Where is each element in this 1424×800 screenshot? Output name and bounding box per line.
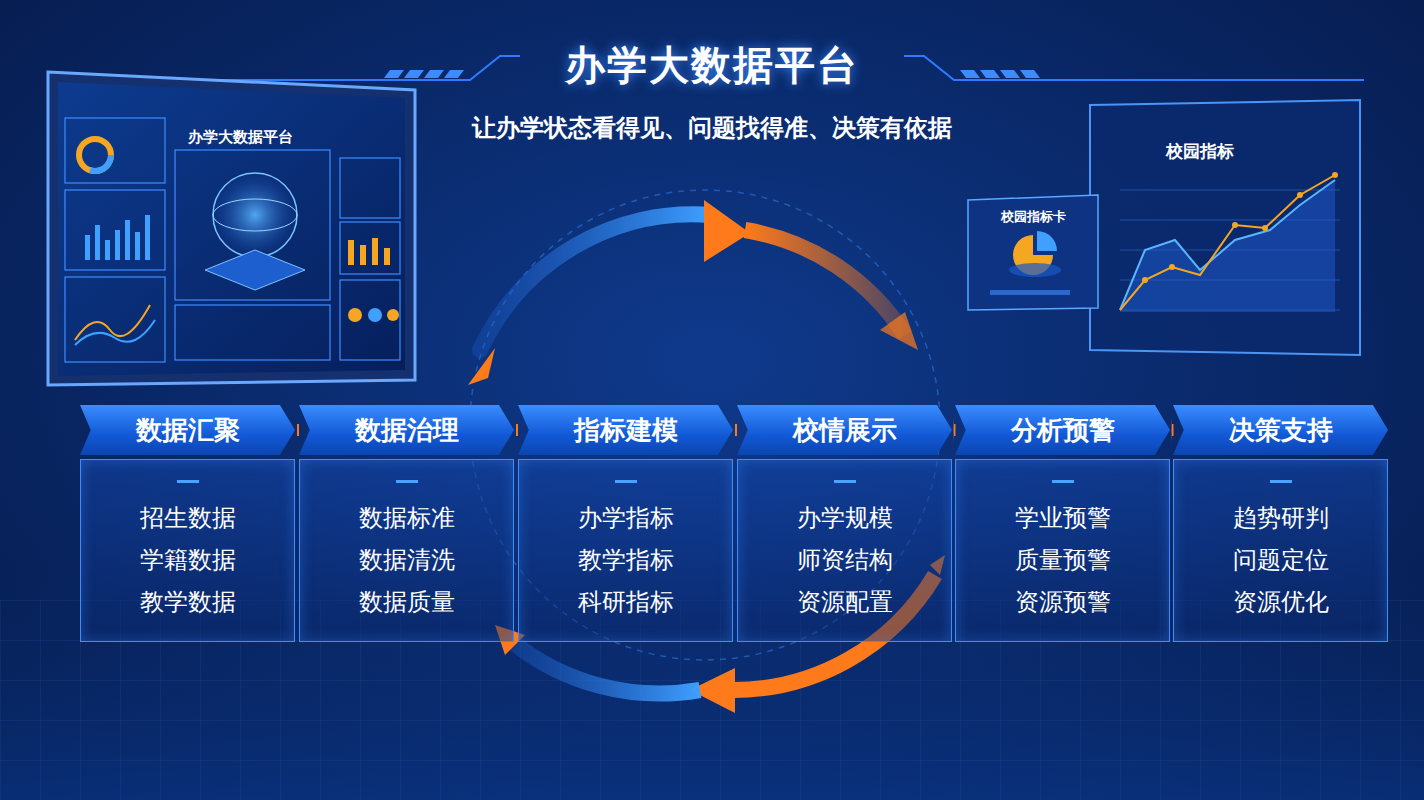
diagram-title: 办学大数据平台 xyxy=(0,38,1424,93)
list-item: 教学数据 xyxy=(87,581,288,623)
flow-arrow xyxy=(735,417,737,443)
stage-body: 招生数据学籍数据教学数据 xyxy=(80,459,295,642)
list-item: 师资结构 xyxy=(744,539,945,581)
stage-body: 办学规模师资结构资源配置 xyxy=(737,459,952,642)
stage-column: 校情展示办学规模师资结构资源配置 xyxy=(737,405,952,642)
list-item: 办学指标 xyxy=(525,497,726,539)
arrow-head xyxy=(297,417,298,443)
accent-dash xyxy=(1052,480,1074,483)
list-item: 问题定位 xyxy=(1180,539,1381,581)
arrow-shaft xyxy=(954,424,956,436)
list-item: 学籍数据 xyxy=(87,539,288,581)
arrow-head xyxy=(735,417,736,443)
stage-header: 决策支持 xyxy=(1173,405,1388,455)
list-item: 数据标准 xyxy=(306,497,507,539)
stage-header: 分析预警 xyxy=(955,405,1170,455)
text-label: 校园指标卡 xyxy=(1001,208,1066,226)
stage-header: 数据治理 xyxy=(299,405,514,455)
list-item: 学业预警 xyxy=(962,497,1163,539)
flow-arrow xyxy=(516,417,518,443)
text-label: 校园指标 xyxy=(1166,140,1234,163)
stage-body: 数据标准数据清洗数据质量 xyxy=(299,459,514,642)
accent-dash xyxy=(1270,480,1292,483)
stage-column: 指标建模办学指标教学指标科研指标 xyxy=(518,405,733,642)
arrow-shaft xyxy=(1172,424,1174,436)
text-label: 办学大数据平台 xyxy=(188,128,293,147)
list-item: 办学规模 xyxy=(744,497,945,539)
stage-header: 校情展示 xyxy=(737,405,952,455)
stage-body: 学业预警质量预警资源预警 xyxy=(955,459,1170,642)
stage-body: 趋势研判问题定位资源优化 xyxy=(1173,459,1388,642)
list-item: 数据质量 xyxy=(306,581,507,623)
list-item: 资源预警 xyxy=(962,581,1163,623)
list-item: 质量预警 xyxy=(962,539,1163,581)
stage-column: 决策支持趋势研判问题定位资源优化 xyxy=(1173,405,1388,642)
accent-dash xyxy=(834,480,856,483)
stage-header: 指标建模 xyxy=(518,405,733,455)
list-item: 资源优化 xyxy=(1180,581,1381,623)
accent-dash xyxy=(615,480,637,483)
list-item: 趋势研判 xyxy=(1180,497,1381,539)
arrow-shaft xyxy=(735,424,737,436)
stage-column: 数据汇聚招生数据学籍数据教学数据 xyxy=(80,405,295,642)
text-label: 让办学状态看得见、问题找得准、决策有依据 xyxy=(472,112,952,144)
list-item: 数据清洗 xyxy=(306,539,507,581)
list-item: 教学指标 xyxy=(525,539,726,581)
flow-arrow xyxy=(1171,417,1174,443)
stage-body: 办学指标教学指标科研指标 xyxy=(518,459,733,642)
arrow-head xyxy=(1171,417,1173,443)
list-item: 资源配置 xyxy=(744,581,945,623)
flow-arrow xyxy=(297,417,299,443)
arrow-shaft xyxy=(516,424,518,436)
stage-column: 数据治理数据标准数据清洗数据质量 xyxy=(299,405,514,642)
arrow-head xyxy=(953,417,955,443)
flow-arrow xyxy=(953,417,956,443)
arrow-head xyxy=(516,417,517,443)
accent-dash xyxy=(177,480,199,483)
list-item: 招生数据 xyxy=(87,497,288,539)
accent-dash xyxy=(396,480,418,483)
stage-column: 分析预警学业预警质量预警资源预警 xyxy=(955,405,1170,642)
stage-header: 数据汇聚 xyxy=(80,405,295,455)
arrow-shaft xyxy=(297,424,299,436)
list-item: 科研指标 xyxy=(525,581,726,623)
